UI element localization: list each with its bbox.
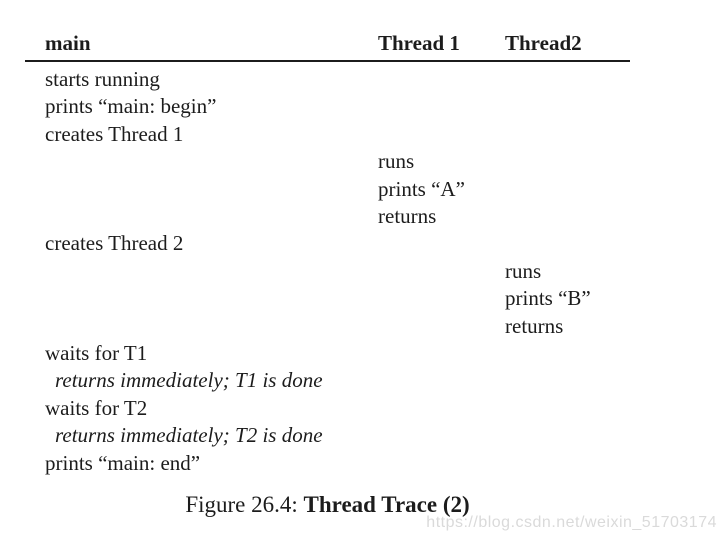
trace-row: returns [505,313,564,338]
column-header-main: main [45,31,91,55]
watermark-text: https://blog.csdn.net/weixin_51703174 [426,514,717,531]
trace-row: creates Thread 2 [45,231,184,256]
figure-caption: Figure 26.4: Thread Trace (2) [25,490,630,520]
trace-row: runs [378,149,415,174]
trace-row: runs [505,258,542,283]
table-header: main Thread 1 Thread2 [25,30,630,62]
trace-row: waits for T1 [45,341,148,366]
trace-row: starts running [45,67,160,91]
column-header-thread2: Thread2 [505,31,582,55]
column-header-thread1: Thread 1 [378,31,460,55]
trace-row: prints “main: begin” [45,94,217,119]
trace-row: returns [378,204,437,229]
trace-row: prints “main: end” [45,450,201,475]
trace-row: prints “B” [505,286,591,311]
trace-row: returns immediately; T2 is done [55,423,323,448]
trace-row: prints “A” [378,176,465,201]
figure-caption-title: Thread Trace (2) [303,492,470,517]
trace-row: waits for T2 [45,395,148,420]
thread-trace-figure: main Thread 1 Thread2 starts running prin… [25,30,630,477]
figure-caption-label: Figure 26.4: [185,492,304,517]
trace-row: creates Thread 1 [45,121,184,146]
trace-row: returns immediately; T1 is done [55,368,323,393]
